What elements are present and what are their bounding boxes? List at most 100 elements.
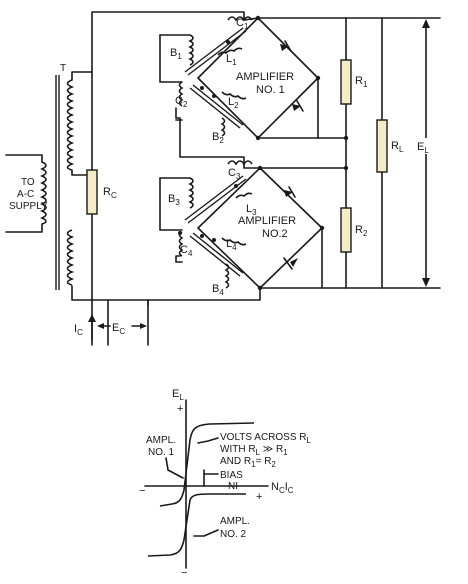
amp2-top-lead <box>243 164 261 169</box>
el-label: EL <box>417 141 429 155</box>
ec-label: EC <box>112 322 125 336</box>
graph-x-label: NCIC <box>271 481 294 495</box>
b4-label: B4 <box>212 283 224 297</box>
ec-arrow-right-head <box>140 323 147 329</box>
c2-coil <box>178 81 184 107</box>
core4-line-a <box>189 235 241 277</box>
b2-coil <box>220 117 226 137</box>
characteristic-graph: EL + − − + NCIC AMPL. NO. 1 AMPL. NO. 2 … <box>139 388 312 579</box>
graph-plus-top: + <box>177 403 183 415</box>
control-annotations: IC EC <box>74 314 147 341</box>
graph-plus-right: + <box>256 491 262 503</box>
bridge1-diode-lower <box>292 104 301 111</box>
el-arrow-down <box>422 278 430 287</box>
l4-coil <box>221 237 247 246</box>
ampl2-label-line1: AMPL. <box>220 516 250 527</box>
b1-label: B1 <box>170 47 182 61</box>
resistor-r2 <box>340 207 352 253</box>
transformer-primary-coil <box>40 161 47 225</box>
core4-line-b <box>192 232 244 274</box>
r1-bottom-node <box>343 135 349 141</box>
bridge1-diode-upper <box>280 44 289 51</box>
b1-frame-wire <box>159 34 183 83</box>
core2-line-b <box>192 84 244 126</box>
transformer-secondary-lower <box>66 229 75 286</box>
note-line1: VOLTS ACROSS RL <box>220 432 312 445</box>
c3-polarity-dot <box>234 184 238 188</box>
c3-coil <box>227 160 253 166</box>
el-arrow-up <box>422 19 430 28</box>
ampl1-label-line2: NO. 1 <box>148 447 175 458</box>
rl-label: RL <box>391 140 404 154</box>
ac-supply: TO A-C SUPPLY T <box>5 63 75 290</box>
core3-line-a <box>184 175 244 221</box>
c1-polarity-dot <box>226 40 230 44</box>
bridge2-diode-lower-bar <box>283 257 293 270</box>
resistor-rl <box>376 119 388 173</box>
bridge1-top-lead <box>243 17 259 21</box>
c4-coil <box>178 231 184 257</box>
resistor-rc: RC <box>86 169 117 215</box>
bridge1-diode-upper-bar <box>284 40 292 52</box>
amp1-label-line1: AMPLIFIER <box>236 71 294 83</box>
c2-label: C2 <box>175 95 188 109</box>
bridge2-diode-upper <box>284 190 293 197</box>
bridge2-diamond <box>197 167 323 289</box>
ec-arrow-left-head <box>97 323 104 329</box>
c1-label: C1 <box>236 17 249 31</box>
l4-polarity-dot <box>212 238 216 242</box>
l1-label: L1 <box>226 53 237 67</box>
supply-label-line3: SUPPLY <box>9 201 48 212</box>
c4-polarity-dot <box>200 234 204 238</box>
ampl1-curve <box>159 422 255 507</box>
l3-coil <box>235 192 253 199</box>
bridge1-node-bottom <box>255 135 261 141</box>
amplifier-2: C3 B3 L3 C4 L4 B4 AMPLIFIER NO.2 <box>159 160 347 297</box>
r1-label: R1 <box>355 75 368 89</box>
amplifier-1: C1 B1 L1 C2 L2 B2 AMP <box>159 15 347 166</box>
supply-wire-bottom <box>5 223 43 233</box>
graph-minus-bottom: − <box>181 567 187 579</box>
note-line3: AND R1= R2 <box>220 456 276 469</box>
l3-label: L3 <box>246 203 257 217</box>
l2-label: L2 <box>228 96 239 110</box>
l2-coil <box>221 91 247 100</box>
b1-coil <box>188 34 194 66</box>
ampl1-leader <box>165 457 184 479</box>
transformer-secondary-upper <box>66 79 75 171</box>
ampl1-label-line1: AMPL. <box>146 435 176 446</box>
b2-label: B2 <box>212 131 224 145</box>
bridge1-node-top <box>255 15 261 21</box>
resistor-r1 <box>340 59 352 105</box>
supply-label-line1: TO <box>21 177 35 188</box>
note-leader <box>197 437 219 444</box>
b3-label: B3 <box>168 193 180 207</box>
wire-bottom-bus <box>107 287 261 301</box>
core1-line-b <box>187 30 247 76</box>
bridge2-node-bottom <box>257 285 263 291</box>
wire-bottom-lead <box>71 285 109 346</box>
b3-coil <box>188 177 194 209</box>
ampl2-label-line2: NO. 2 <box>220 529 247 540</box>
graph-y-label: EL <box>172 388 184 402</box>
output-section: R1 R2 RL EL <box>317 17 441 289</box>
bridge2-diode-lower <box>290 258 298 267</box>
bridge2-diode-upper-bar <box>288 186 296 198</box>
transformer-label: T <box>60 63 66 74</box>
supply-wire-top <box>5 154 43 163</box>
graph-minus-left: − <box>139 485 145 497</box>
note-line2: WITH RL ≫ R1 <box>220 444 288 457</box>
resistor-rc-body <box>86 169 98 215</box>
bridge1-diode-lower-bar <box>296 100 304 112</box>
rc-label: RC <box>103 186 117 200</box>
amp1-label-line2: NO. 1 <box>256 84 285 96</box>
supply-label-line2: A-C <box>17 189 34 200</box>
amp2-label-line2: NO.2 <box>262 228 288 240</box>
bias-label-line2: NI <box>228 481 238 492</box>
ic-arrow-head <box>88 314 96 322</box>
ampl2-curve <box>147 493 246 557</box>
c4-label: C4 <box>180 244 193 258</box>
l4-label: L4 <box>226 238 237 252</box>
b4-coil <box>224 263 230 289</box>
ic-label: IC <box>74 323 83 337</box>
